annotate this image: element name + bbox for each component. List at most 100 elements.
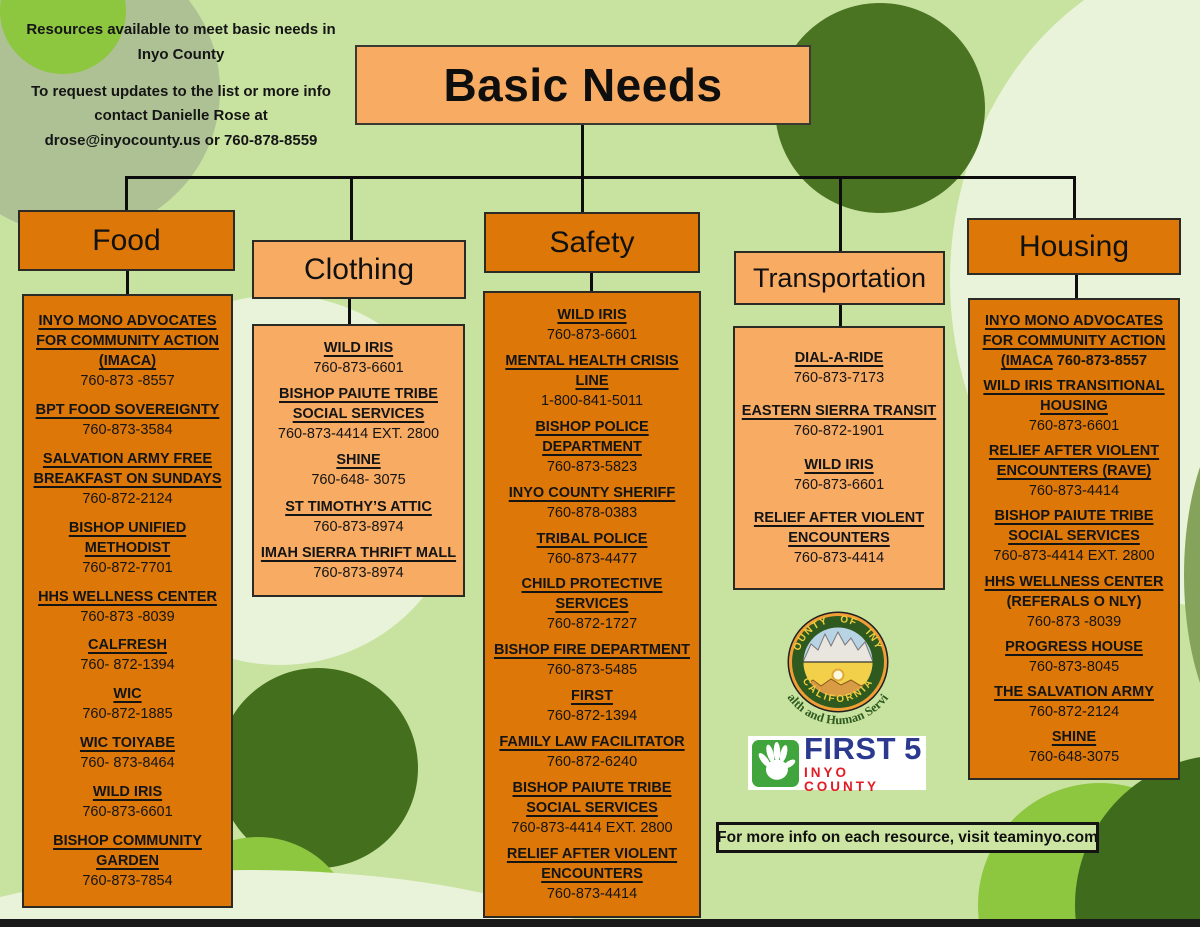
resource-phone: 760-872-7701 bbox=[82, 559, 173, 576]
resource-entry: CHILD PROTECTIVE SERVICES 760-872-1727 bbox=[490, 574, 694, 634]
category-header-safety: Safety bbox=[484, 212, 700, 273]
resource-name: DIAL-A-RIDE bbox=[794, 349, 884, 366]
resource-phone: 760-873-4414 bbox=[546, 885, 638, 902]
resource-name: WILD IRIS bbox=[557, 306, 627, 323]
resource-name: WIC bbox=[113, 686, 142, 703]
resource-phone: 760-648- 3075 bbox=[311, 472, 406, 489]
category-label-housing: Housing bbox=[1018, 229, 1130, 263]
resource-name: BPT FOOD SOVEREIGNTY bbox=[35, 401, 220, 418]
resource-entry: RELIEF AFTER VIOLENT ENCOUNTERS 760-873-4… bbox=[490, 844, 694, 904]
resource-entry: SALVATION ARMY FREE BREAKFAST ON SUNDAYS… bbox=[29, 449, 226, 509]
first5-subtitle: INYO COUNTY bbox=[804, 765, 879, 794]
connector-drop-food bbox=[125, 176, 128, 212]
resource-name: THE SALVATION ARMY bbox=[994, 683, 1154, 700]
connector-drop-housing bbox=[1073, 176, 1076, 220]
category-label-safety: Safety bbox=[549, 225, 635, 259]
county-of-inyo-seal: COUNTY OF INYO CALIFORNIA Health and Hum… bbox=[758, 587, 913, 748]
resource-phone: 760-872-1901 bbox=[793, 423, 885, 440]
resource-entry: DIAL-A-RIDE 760-873-7173 bbox=[740, 348, 938, 388]
resource-phone: 760-872-2124 bbox=[1028, 703, 1120, 720]
resource-phone: 760-648-3075 bbox=[1028, 748, 1120, 765]
category-header-housing: Housing bbox=[967, 218, 1181, 275]
resource-name: RELIEF AFTER VIOLENT ENCOUNTERS bbox=[753, 510, 925, 547]
resource-phone: 760-873-6601 bbox=[546, 326, 638, 343]
resource-phone: 760-873-4414 EXT. 2800 bbox=[511, 820, 673, 837]
resource-name: ST TIMOTHY’S ATTIC bbox=[285, 498, 432, 515]
resource-name: PROGRESS HOUSE bbox=[1005, 638, 1143, 655]
resource-name: HHS WELLNESS CENTER bbox=[38, 588, 217, 605]
first5-brand: FIRST bbox=[804, 731, 897, 766]
resource-name: INYO MONO ADVOCATES FOR COMMUNITY ACTION… bbox=[36, 312, 219, 369]
intro-paragraph-2: To request updates to the list or more i… bbox=[31, 82, 331, 150]
resource-phone: 760-873-4414 bbox=[793, 550, 885, 567]
resource-name: BISHOP UNIFIED METHODIST bbox=[68, 519, 187, 556]
resource-entry: BPT FOOD SOVEREIGNTY 760-873-3584 bbox=[29, 400, 226, 440]
resource-entry: BISHOP COMMUNITY GARDEN 760-873-7854 bbox=[29, 831, 226, 891]
resource-entry: INYO MONO ADVOCATES FOR COMMUNITY ACTION… bbox=[975, 311, 1173, 371]
resource-phone: 760-873-4414 EXT. 2800 bbox=[277, 426, 440, 443]
resource-name: BISHOP COMMUNITY GARDEN bbox=[53, 833, 202, 870]
first5-wordmark: FIRST 5 INYO COUNTY bbox=[804, 733, 922, 793]
resource-phone: 760-872-1727 bbox=[546, 616, 638, 633]
page-title: Basic Needs bbox=[443, 59, 723, 111]
resource-phone: 760-873-6601 bbox=[1028, 418, 1120, 435]
connector-housing-list bbox=[1075, 274, 1078, 298]
resource-entry: RELIEF AFTER VIOLENT ENCOUNTERS 760-873-4… bbox=[740, 508, 938, 568]
resource-phone: 760-873-8974 bbox=[313, 564, 404, 581]
resource-name: WILD IRIS TRANSITIONAL HOUSING bbox=[983, 378, 1165, 415]
resource-entry: WILD IRIS 760-873-6601 bbox=[29, 782, 226, 822]
connector-drop-transportation bbox=[839, 176, 842, 253]
resource-name: SALVATION ARMY FREE BREAKFAST ON SUNDAYS bbox=[33, 450, 222, 487]
resource-entry: EASTERN SIERRA TRANSIT 760-872-1901 bbox=[740, 401, 938, 441]
resource-phone: 760-873-5485 bbox=[546, 662, 638, 679]
connector-transportation-list bbox=[839, 304, 842, 326]
resource-phone: 760-878-0383 bbox=[546, 504, 638, 521]
resource-name: CHILD PROTECTIVE SERVICES bbox=[521, 576, 663, 613]
resource-phone: 1-800-841-5011 bbox=[540, 392, 644, 409]
page-title-box: Basic Needs bbox=[355, 45, 811, 125]
resource-name: RELIEF AFTER VIOLENT ENCOUNTERS bbox=[506, 845, 678, 882]
resource-phone: 760-873-3584 bbox=[82, 421, 173, 438]
resource-phone: 760-873-7173 bbox=[793, 369, 885, 386]
resource-name: CALFRESH bbox=[88, 637, 167, 654]
resource-phone: 760-873-4414 EXT. 2800 bbox=[993, 548, 1155, 565]
resource-name: TRIBAL POLICE bbox=[536, 530, 648, 547]
resource-phone: 760- 872-1394 bbox=[80, 657, 175, 674]
resource-phone: 760-873-6601 bbox=[82, 804, 173, 821]
resource-name: INYO COUNTY SHERIFF bbox=[508, 484, 676, 501]
connector-clothing-list bbox=[348, 299, 351, 324]
connector-food-list bbox=[126, 271, 129, 294]
resource-phone: 760- 873-8464 bbox=[80, 755, 175, 772]
resource-name: WILD IRIS bbox=[92, 784, 163, 801]
resource-entry: RELIEF AFTER VIOLENT ENCOUNTERS (RAVE)76… bbox=[975, 441, 1173, 501]
connector-drop-clothing bbox=[350, 176, 353, 242]
resource-name: INYO MONO ADVOCATES FOR COMMUNITY ACTION… bbox=[982, 313, 1166, 370]
footer-note: For more info on each resource, visit te… bbox=[717, 828, 1098, 846]
intro-paragraph-1: Resources available to meet basic needs … bbox=[26, 21, 336, 63]
resource-name: FAMILY LAW FACILITATOR bbox=[499, 734, 685, 751]
first5-logo: FIRST 5 INYO COUNTY bbox=[748, 733, 926, 793]
resource-entry: INYO MONO ADVOCATES FOR COMMUNITY ACTION… bbox=[29, 311, 226, 391]
resource-phone: 760-873-8557 bbox=[1056, 353, 1148, 370]
category-label-clothing: Clothing bbox=[303, 252, 415, 286]
county-seal-icon: COUNTY OF INYO CALIFORNIA Health and Hum… bbox=[758, 587, 891, 727]
resource-phone: 760-873 -8557 bbox=[80, 372, 175, 389]
resource-name: EASTERN SIERRA TRANSIT bbox=[741, 403, 937, 420]
resource-phone: 760-873-7854 bbox=[82, 873, 173, 890]
resource-entry: WILD IRIS 760-873-6601 bbox=[490, 305, 694, 345]
connector-title-drop bbox=[581, 125, 584, 178]
category-list-food: INYO MONO ADVOCATES FOR COMMUNITY ACTION… bbox=[22, 294, 233, 908]
